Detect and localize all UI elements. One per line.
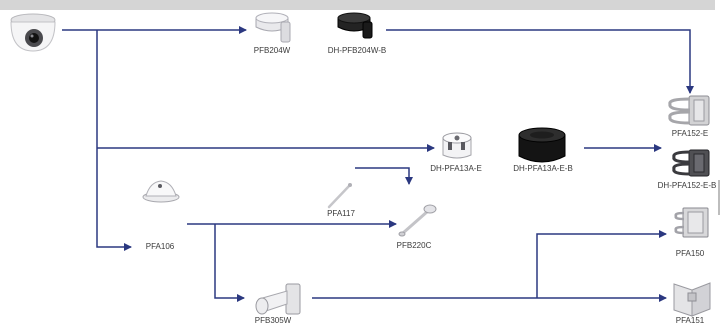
label-pfa151: PFA151 bbox=[676, 316, 705, 325]
product-dh-pfb204w-b: DH-PFB204W-B bbox=[328, 12, 387, 55]
adapter-plate-icon bbox=[142, 180, 180, 203]
connector-branch-to-pfa150 bbox=[536, 230, 667, 298]
product-pfa150: PFA150 bbox=[674, 207, 709, 258]
label-pfa150: PFA150 bbox=[676, 249, 705, 258]
product-pfa117: PFA117 bbox=[327, 183, 355, 218]
edge-divider bbox=[718, 180, 720, 215]
junction-box-white-icon bbox=[442, 132, 472, 159]
pole-mount-box-icon bbox=[674, 207, 709, 238]
product-dh-pfa13a-e: DH-PFA13A-E bbox=[430, 132, 482, 173]
product-pfa151: PFA151 bbox=[673, 282, 711, 325]
label-dh-pfb204w-b: DH-PFB204W-B bbox=[328, 46, 387, 55]
label-pfb220c: PFB220C bbox=[397, 241, 432, 250]
connector-pfa106-to-pfb305w bbox=[214, 224, 245, 302]
connector-pfa117-to-pfb220c bbox=[355, 167, 413, 185]
wall-bracket-white-icon bbox=[255, 12, 291, 43]
product-pfb204w: PFB204W bbox=[254, 12, 291, 55]
product-dh-pfa13a-e-b: DH-PFA13A-E-B bbox=[513, 127, 573, 173]
connector-trunk-to-pfa106 bbox=[96, 30, 132, 251]
product-pfa152-e: PFA152-E bbox=[668, 95, 710, 138]
label-dh-pfa13a-e: DH-PFA13A-E bbox=[430, 164, 482, 173]
label-pfb305w: PFB305W bbox=[255, 316, 292, 325]
wall-mount-bracket-icon bbox=[255, 283, 301, 315]
wall-bracket-black-icon bbox=[337, 12, 373, 39]
dome-camera-icon bbox=[10, 13, 56, 52]
product-pfb305w: PFB305W bbox=[255, 283, 301, 325]
pole-mount-icon bbox=[668, 95, 710, 126]
product-dh-pfa152-e-b: DH-PFA152-E-B bbox=[658, 149, 717, 190]
product-pfb220c: PFB220C bbox=[397, 204, 437, 250]
label-pfa117: PFA117 bbox=[327, 209, 355, 218]
connector-dh-pfb204w-b-to-pfa152-e bbox=[386, 29, 694, 94]
label-pfa152-e: PFA152-E bbox=[672, 129, 708, 138]
label-dh-pfa13a-e-b: DH-PFA13A-E-B bbox=[513, 164, 573, 173]
product-pfa106: PFA106 bbox=[142, 180, 180, 251]
pole-mount-black-icon bbox=[672, 149, 710, 177]
pendant-mount-icon bbox=[398, 204, 437, 237]
label-pfa106: PFA106 bbox=[146, 242, 175, 251]
label-dh-pfa152-e-b: DH-PFA152-E-B bbox=[658, 181, 717, 190]
corner-mount-icon bbox=[673, 282, 711, 317]
top-bar bbox=[0, 0, 715, 10]
label-pfb204w: PFB204W bbox=[254, 46, 291, 55]
extension-pole-icon bbox=[327, 183, 352, 209]
junction-box-black-icon bbox=[518, 127, 566, 163]
